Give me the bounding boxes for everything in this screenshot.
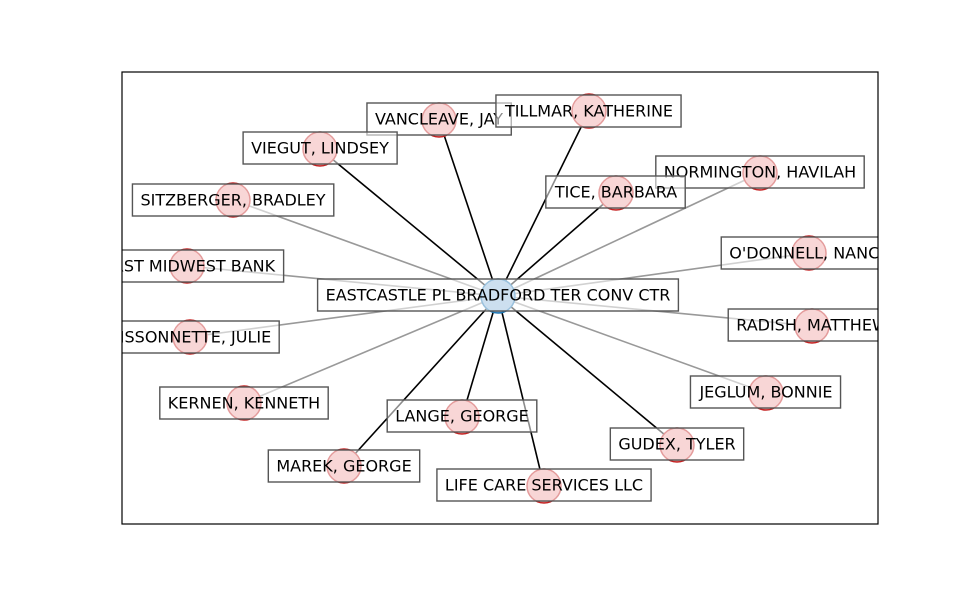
label-n8-box xyxy=(122,249,285,283)
label-n2-box xyxy=(495,94,682,128)
label-n13-text: LANGE, GEORGE xyxy=(395,407,529,426)
label-n11-box xyxy=(689,375,842,409)
edge-n15 xyxy=(343,295,499,467)
label-n14-text: GUDEX, TYLER xyxy=(618,435,735,454)
label-n7: O'DONNELL, NANCY xyxy=(720,236,889,270)
edge-n4 xyxy=(497,172,761,297)
label-n4-box xyxy=(655,155,865,189)
label-n11: JEGLUM, BONNIE xyxy=(689,375,842,409)
label-n16: LIFE CARE SERVICES LLC xyxy=(436,468,652,502)
label-n4-text: NORMINGTON, HAVILAH xyxy=(664,163,856,182)
edge-n14 xyxy=(497,295,678,446)
label-n6: SITZBERGER, BRADLEY xyxy=(131,183,335,217)
label-n11-text: JEGLUM, BONNIE xyxy=(698,383,832,402)
label-n3-text: VIEGUT, LINDSEY xyxy=(251,139,389,158)
label-n1-box xyxy=(366,102,512,136)
label-n7-text: O'DONNELL, NANCY xyxy=(729,244,889,263)
label-n10: BISSONNETTE, JULIE xyxy=(109,320,280,354)
label-n3: VIEGUT, LINDSEY xyxy=(242,131,398,165)
label-n15-text: MAREK, GEORGE xyxy=(276,457,411,476)
edge-n2 xyxy=(497,110,590,297)
label-hub-text: EASTCASTLE PL BRADFORD TER CONV CTR xyxy=(326,286,671,305)
label-n6-box xyxy=(131,183,335,217)
label-n14-box xyxy=(609,427,745,461)
label-n10-box xyxy=(122,320,280,354)
label-n15: MAREK, GEORGE xyxy=(267,449,421,483)
label-n2-text: TILLMAR, KATHERINE xyxy=(504,102,673,121)
label-n1: VANCLEAVE, JAY xyxy=(366,102,512,136)
edge-n16 xyxy=(497,295,545,487)
edge-n13 xyxy=(461,295,499,418)
plot-frame xyxy=(121,71,879,525)
label-n4: NORMINGTON, HAVILAH xyxy=(655,155,865,189)
label-n7-box xyxy=(720,236,878,270)
label-hub: EASTCASTLE PL BRADFORD TER CONV CTR xyxy=(316,278,680,312)
label-n6-text: SITZBERGER, BRADLEY xyxy=(140,191,325,210)
label-n8-text: FIRST MIDWEST BANK xyxy=(99,257,276,276)
label-n15-box xyxy=(267,449,421,483)
label-n13-box xyxy=(386,399,538,433)
label-n2: TILLMAR, KATHERINE xyxy=(495,94,682,128)
edge-n12 xyxy=(243,295,499,404)
label-n16-text: LIFE CARE SERVICES LLC xyxy=(445,476,643,495)
label-n10-text: BISSONNETTE, JULIE xyxy=(109,328,271,347)
edge-n3 xyxy=(319,148,499,297)
label-n5-box xyxy=(545,175,686,209)
label-n5-text: TICE, BARBARA xyxy=(554,183,677,202)
label-n1-text: VANCLEAVE, JAY xyxy=(375,110,503,129)
label-n8: FIRST MIDWEST BANK xyxy=(99,249,285,283)
label-n14: GUDEX, TYLER xyxy=(609,427,745,461)
label-hub-box xyxy=(316,278,680,312)
label-n9-text: RADISH, MATTHEW xyxy=(736,316,888,335)
label-n12-text: KERNEN, KENNETH xyxy=(168,394,320,413)
label-n9: RADISH, MATTHEW xyxy=(727,308,888,342)
edge-n1 xyxy=(438,119,499,297)
label-n16-box xyxy=(436,468,652,502)
label-n5: TICE, BARBARA xyxy=(545,175,686,209)
label-n3-box xyxy=(242,131,398,165)
label-n9-box xyxy=(727,308,878,342)
label-n12: KERNEN, KENNETH xyxy=(159,386,329,420)
label-n13: LANGE, GEORGE xyxy=(386,399,538,433)
label-n12-box xyxy=(159,386,329,420)
